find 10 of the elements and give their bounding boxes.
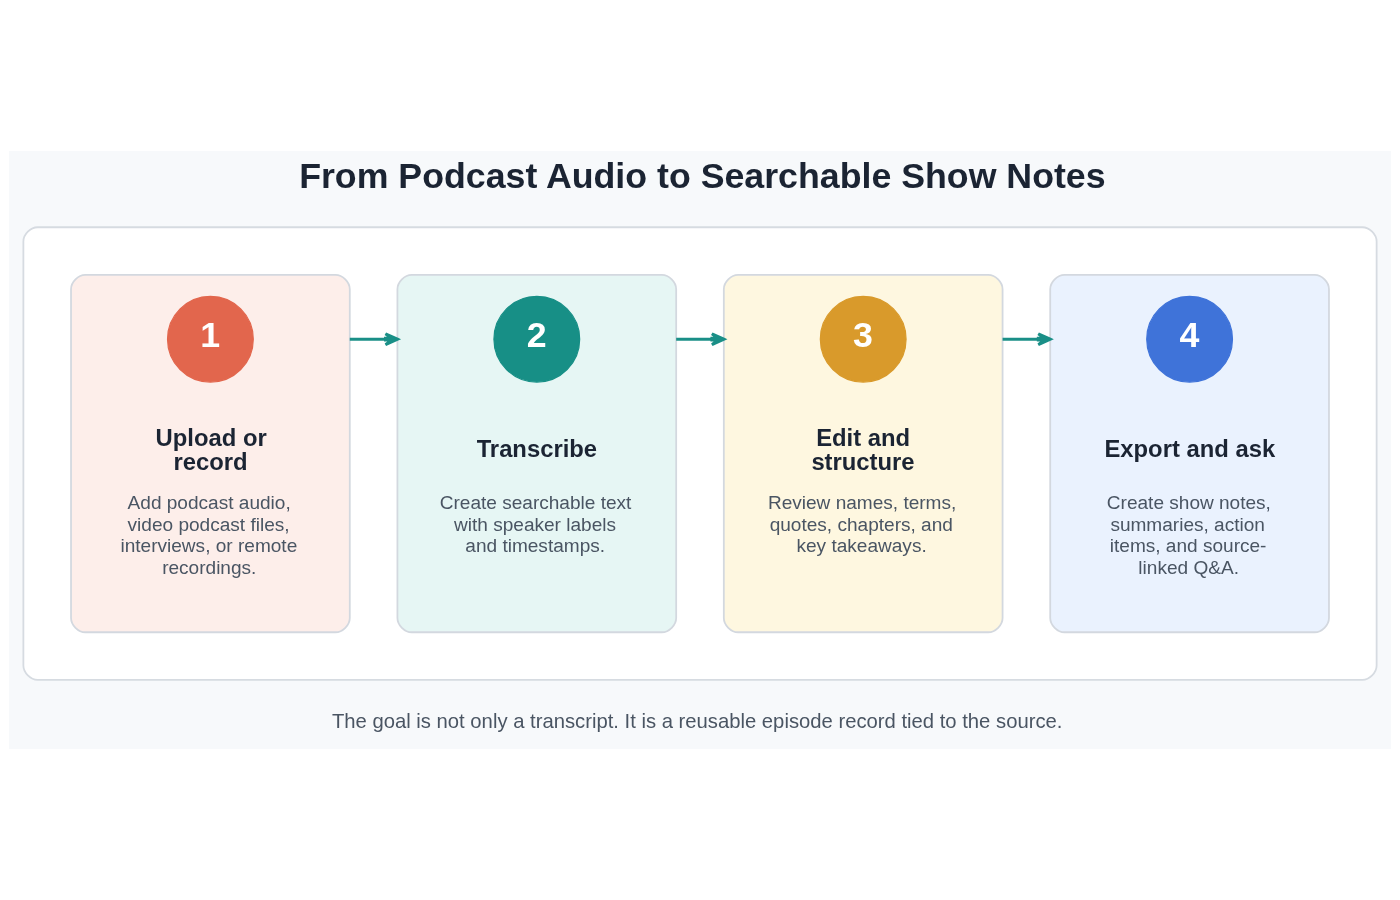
node-circle: 4: [1146, 295, 1234, 383]
caption: The goal is not only a transcript. It is a reusable episode record tied to the source.: [331, 709, 1063, 732]
node-circle: 1: [166, 295, 254, 383]
node-circle: 3: [819, 295, 907, 383]
arrow: [349, 332, 399, 347]
node-circle: 2: [493, 295, 581, 383]
diagram-title: From Podcast Audio to Searchable Show Notes: [299, 155, 1106, 196]
arrow: [1002, 332, 1052, 347]
arrow: [676, 332, 726, 347]
cluster: [22, 226, 1378, 681]
